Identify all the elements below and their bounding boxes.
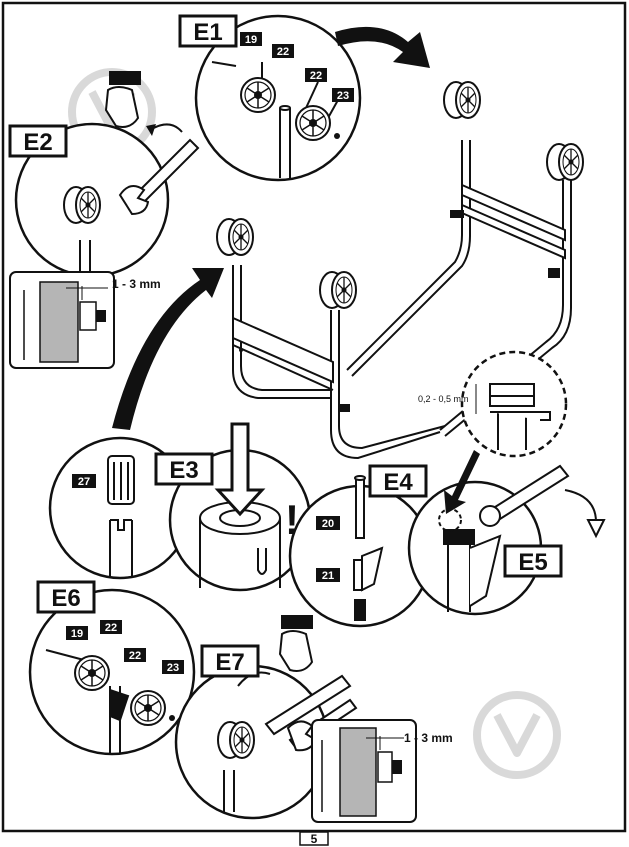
- e7-axle: [223, 770, 235, 812]
- part-label-22: 22: [277, 46, 289, 58]
- frame-brackets: [239, 210, 560, 412]
- step-badge-e4: [368, 464, 428, 498]
- part-label-21: 21: [322, 570, 334, 582]
- part-label-23: 23: [337, 90, 349, 102]
- page-number-box: [299, 831, 329, 846]
- page-number: 5: [311, 832, 318, 846]
- e2-wheels: [63, 186, 101, 224]
- step-label-e3: E3: [169, 457, 198, 484]
- watermark-logo: [473, 691, 561, 779]
- step-badge-e7: [200, 644, 260, 678]
- e1-wheel-upper: [240, 77, 276, 113]
- step-label-e5: E5: [518, 549, 547, 576]
- wheel-top-right: [546, 143, 584, 181]
- part-label-27: 27: [78, 476, 90, 488]
- trolley-frame: [232, 140, 572, 460]
- e6-wheel-lower: [130, 690, 166, 726]
- e6-parts: [45, 649, 130, 754]
- part-badge-19: [240, 32, 262, 46]
- gap-detail-bottom-parts: [321, 727, 404, 817]
- part-label-22: 22: [105, 622, 117, 634]
- part-badge-23: [162, 660, 184, 674]
- part-badge-20: [316, 516, 340, 530]
- e4-parts: [353, 475, 384, 621]
- part-label-22: 22: [310, 70, 322, 82]
- curved-arrow-icon: [335, 26, 430, 68]
- step-label-e7: E7: [215, 649, 244, 676]
- arrowhead-icon: [146, 124, 156, 136]
- part-badge-19: [66, 626, 88, 640]
- wheel-front-left: [216, 218, 254, 256]
- part-label-23: 23: [167, 662, 179, 674]
- wheel-top-left: [443, 81, 481, 119]
- page-border: [1, 1, 627, 833]
- e2-wrench: [118, 138, 200, 216]
- step-label-e6: E6: [51, 585, 80, 612]
- pointer-arrow-icon: [444, 450, 480, 514]
- part-badge-21: [316, 568, 340, 582]
- step-badge-e3: [154, 452, 214, 486]
- part-badge-23: [332, 88, 354, 102]
- step-label-e4: E4: [383, 469, 413, 496]
- e1-nut: [334, 133, 340, 139]
- step-label-e1: E1: [193, 19, 222, 46]
- clearance-dimension: 0,2 - 0,5 mm: [418, 394, 469, 404]
- part-label-20: 20: [322, 518, 334, 530]
- highlight-circle: [438, 508, 462, 532]
- part-badge-22: [124, 648, 146, 662]
- large-arrow-icon: [112, 268, 224, 430]
- part-badge-22: [305, 68, 327, 82]
- e6-nut: [169, 715, 175, 721]
- part-label-19: 19: [245, 34, 257, 46]
- step-badge-e6: [36, 580, 96, 614]
- gap-detail-top-parts: [23, 281, 108, 363]
- e7-wheels: [217, 721, 255, 759]
- e1-wheel-lower: [295, 105, 331, 141]
- part-badge-22: [100, 620, 122, 634]
- gap-dimension-top: 1 - 3 mm: [112, 277, 161, 291]
- step-label-e2: E2: [23, 129, 52, 156]
- gap-dimension-bottom: 1 - 3 mm: [404, 731, 453, 745]
- e2-hand-icon: [104, 71, 141, 128]
- part-badge-22: [272, 44, 294, 58]
- rotate-arrow-icon: [564, 489, 597, 523]
- part-badge-27: [72, 474, 96, 488]
- clearance-detail-parts: [475, 383, 551, 450]
- down-arrow-icon: [214, 422, 266, 517]
- e3-tube-parts: [199, 501, 281, 588]
- e5-parts: [443, 464, 570, 612]
- e7-hand-icon: [278, 615, 314, 672]
- e6-wheel-upper: [74, 655, 110, 691]
- step-badge-e1: [178, 14, 238, 48]
- e3-cap-parts: [107, 455, 135, 576]
- step-badge-e2: [8, 124, 68, 158]
- wheel-front-right: [319, 271, 357, 309]
- step-badge-e5: [503, 544, 563, 578]
- part-label-22: 22: [129, 650, 141, 662]
- part-label-19: 19: [71, 628, 83, 640]
- arrowhead-icon: [586, 519, 606, 539]
